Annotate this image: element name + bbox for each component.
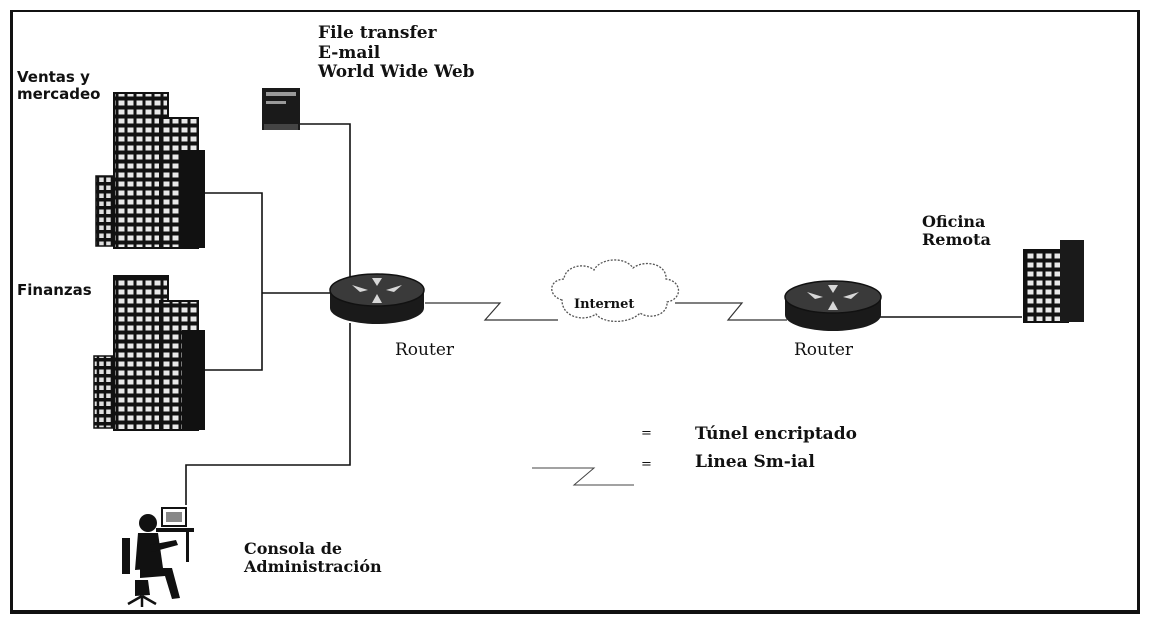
- router-right-label: Router: [794, 340, 854, 360]
- sales-label: Ventas y mercadeo: [17, 68, 101, 104]
- router-left-icon: [329, 273, 425, 324]
- server-icon: [262, 88, 300, 130]
- router-left-label: Router: [395, 340, 455, 360]
- remote-office-label: Oficina Remota: [922, 212, 991, 250]
- finance-building-icon: [93, 275, 205, 431]
- legend-tunnel-label: Túnel encriptado: [695, 424, 857, 444]
- legend-serial-label: Linea Sm-ial: [695, 452, 815, 472]
- legend-marker-2: =: [641, 457, 652, 472]
- remote-office-building-icon: [1023, 240, 1084, 323]
- service-file-transfer: File transfer: [318, 23, 437, 43]
- serial-links: [425, 302, 787, 321]
- serial-link-left: [425, 302, 558, 321]
- legend-serial-symbol: [532, 467, 634, 486]
- service-web: World Wide Web: [318, 62, 475, 83]
- service-email: E-mail: [318, 42, 381, 63]
- services-list: File transfer E-mail World Wide Web: [318, 23, 475, 83]
- console-link-line: [185, 323, 351, 505]
- server-link-line: [300, 123, 351, 283]
- internet-label: Internet: [574, 297, 635, 312]
- sales-label-line-1: Ventas y: [17, 68, 90, 86]
- console-label: Consola de Administración: [244, 539, 382, 577]
- remote-label-line-2: Remota: [922, 230, 991, 250]
- building-link-line: [205, 192, 263, 371]
- remote-label-line-1: Oficina: [922, 212, 986, 231]
- diagram-frame: [10, 10, 1140, 614]
- connection-lines: [185, 123, 1022, 505]
- router-right-icon: [784, 280, 882, 331]
- console-label-line-1: Consola de: [244, 539, 343, 558]
- serial-link-right: [675, 302, 787, 321]
- sales-label-line-2: mercadeo: [17, 85, 101, 104]
- admin-console-person-icon: [122, 507, 194, 607]
- sales-building-icon: [95, 92, 205, 249]
- console-label-line-2: Administración: [244, 557, 382, 577]
- legend-marker-1: =: [641, 426, 652, 441]
- internet-cloud-icon: [551, 259, 680, 323]
- finance-label: Finanzas: [17, 281, 92, 299]
